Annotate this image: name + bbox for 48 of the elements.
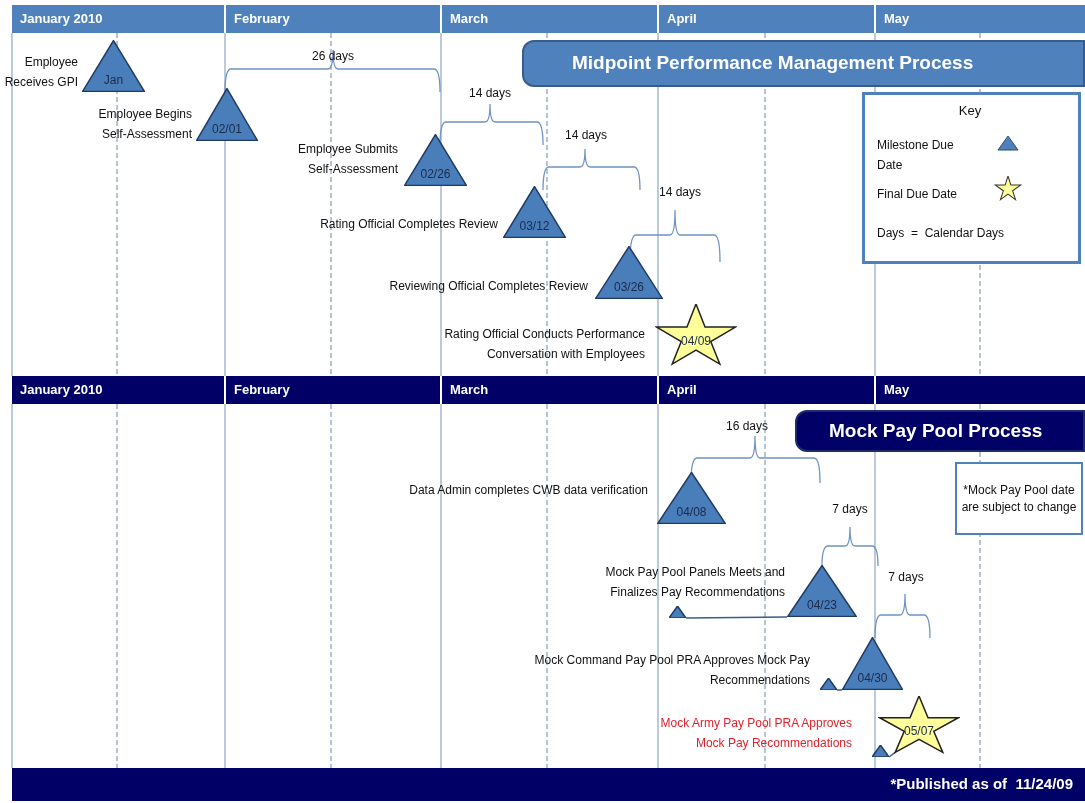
duration-label: 14 days — [564, 127, 608, 142]
milestone-triangle: 04/08 — [657, 472, 726, 524]
month-header: January 2010 — [12, 5, 224, 33]
milestone-triangle: 02/01 — [196, 88, 258, 141]
milestone-triangle: 02/26 — [404, 134, 467, 186]
milestone-triangle: 03/26 — [595, 246, 663, 299]
month-header: January 2010 — [12, 376, 224, 404]
note-box: *Mock Pay Pool date are subject to change — [955, 462, 1083, 535]
milestone-description: Rating Official Conducts Performance Conversation with Employees — [443, 326, 645, 363]
connector-line — [836, 689, 843, 691]
connector-line — [685, 616, 788, 619]
milestone-description: Mock Army Pay Pool PRA Approves Mock Pay Recommendations — [659, 715, 852, 752]
month-header: May — [876, 376, 1085, 404]
milestone-description: Mock Pay Pool Panels Meets and Finalizes Pay Recommendations — [604, 564, 785, 601]
milestone-description: Employee Submits Self-Assessment — [296, 141, 398, 178]
duration-label: 14 days — [658, 184, 702, 199]
milestone-description: Employee Begins Self-Assessment — [97, 106, 192, 143]
milestone-description: Mock Command Pay Pool PRA Approves Mock Pay Recommendations — [533, 652, 810, 689]
key-note: Days = Calendar Days — [877, 225, 1006, 240]
milestone-triangle: 04/23 — [787, 565, 857, 617]
duration-label: 14 days — [468, 85, 512, 100]
month-header: April — [659, 5, 874, 33]
month-header: March — [442, 376, 657, 404]
duration-label: 26 days — [311, 48, 355, 63]
duration-label: 7 days — [887, 569, 925, 584]
legend-label: Final Due Date — [877, 186, 958, 203]
month-header: April — [659, 376, 874, 404]
month-header: March — [442, 5, 657, 33]
duration-label: 16 days — [725, 418, 769, 433]
milestone-description: Reviewing Official Completes Review — [388, 278, 588, 295]
month-header: May — [876, 5, 1085, 33]
milestone-description: Rating Official Completes Review — [319, 216, 498, 233]
legend-label: Milestone Due Date — [877, 137, 955, 174]
milestone-triangle: Jan — [82, 40, 145, 92]
duration-label: 7 days — [831, 501, 869, 516]
month-header: February — [226, 5, 440, 33]
small-triangle — [669, 606, 686, 618]
key-heading: Key — [957, 102, 983, 119]
title-banner: Midpoint Performance Management Process — [522, 40, 1085, 87]
small-triangle — [820, 678, 837, 690]
footer-banner: *Published as of 11/24/09 — [12, 768, 1085, 801]
title-banner: Mock Pay Pool Process — [795, 410, 1085, 452]
milestone-description: Data Admin completes CWB data verification — [408, 482, 648, 499]
month-header: February — [226, 376, 440, 404]
milestone-triangle: 04/30 — [842, 637, 903, 690]
milestone-triangle: 03/12 — [503, 186, 566, 238]
milestone-description: Employee Receives GPI — [3, 54, 78, 91]
small-triangle — [872, 745, 889, 757]
